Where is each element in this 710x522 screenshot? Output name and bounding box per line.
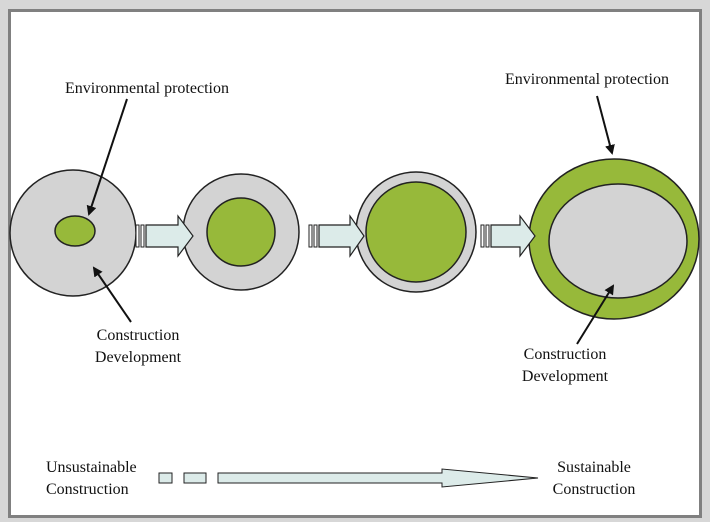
construction-label-right-line2: Development — [521, 368, 609, 385]
stage-3-inner-circle — [365, 181, 467, 283]
stage-arrow-3 — [480, 214, 536, 258]
stage-1 — [9, 169, 137, 297]
construction-label-left-line1: Construction — [96, 327, 180, 344]
stage-arrow-2 — [308, 214, 365, 258]
stage-4 — [528, 158, 700, 320]
unsustainable-label: Unsustainable Construction — [46, 457, 137, 501]
sustainable-label-line2: Construction — [552, 481, 636, 498]
construction-label-right-line1: Construction — [523, 346, 607, 363]
env-protection-label-left: Environmental protection — [65, 80, 229, 97]
unsustainable-label-line2: Construction — [46, 481, 129, 498]
progression-arrow — [158, 468, 539, 488]
pointer-env-right — [596, 95, 615, 155]
sustainable-label: Sustainable Construction — [541, 457, 647, 501]
unsustainable-label-line1: Unsustainable — [46, 459, 137, 476]
stage-2 — [182, 173, 300, 291]
stage-arrow-1 — [135, 214, 194, 258]
construction-label-left-line2: Development — [94, 349, 182, 366]
stage-1-inner-circle — [54, 215, 96, 247]
stage-2-inner-circle — [206, 197, 276, 267]
construction-label-right: Construction Development — [505, 344, 625, 388]
stage-3 — [355, 171, 477, 293]
sustainable-label-line1: Sustainable — [557, 459, 631, 476]
construction-label-left: Construction Development — [78, 325, 198, 369]
stage-4-inner-circle — [548, 183, 688, 299]
pointer-env-left — [86, 98, 128, 216]
pointer-construction-right — [576, 284, 615, 345]
pointer-construction-left — [92, 266, 132, 323]
env-protection-label-right: Environmental protection — [505, 71, 669, 88]
